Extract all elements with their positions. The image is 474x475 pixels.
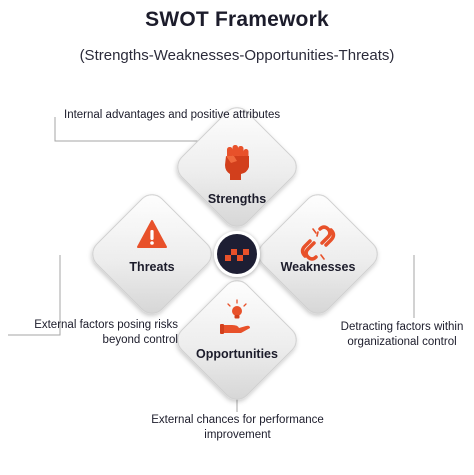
- logo-icon: [214, 231, 260, 277]
- connector-strengths: [54, 117, 200, 142]
- raised-fist-icon: [225, 145, 249, 180]
- threats-description: External factors posing risks beyond con…: [34, 319, 178, 346]
- threats-tile: Threats: [92, 194, 212, 314]
- warning-triangle-icon: [137, 220, 167, 248]
- opportunities-tile: Opportunities: [177, 280, 297, 400]
- connector-lines: [8, 117, 415, 412]
- lightbulb-hand-icon: [220, 299, 250, 334]
- page-subtitle: (Strengths-Weaknesses-Opportunities-Thre…: [79, 47, 395, 64]
- opportunities-label: Opportunities: [196, 347, 278, 361]
- weaknesses-label: Weaknesses: [281, 260, 356, 274]
- strengths-tile: Strengths: [177, 107, 297, 227]
- strengths-label: Strengths: [208, 192, 266, 206]
- broken-chain-icon: [300, 225, 336, 261]
- weaknesses-description: Detracting factors within organizational…: [340, 321, 464, 348]
- strengths-description: Internal advantages and positive attribu…: [64, 109, 281, 121]
- opportunities-description: External chances for performance improve…: [151, 414, 324, 441]
- threats-label: Threats: [129, 260, 174, 274]
- connector-threats: [8, 255, 61, 336]
- weaknesses-tile: Weaknesses: [258, 194, 378, 314]
- page-title: SWOT Framework: [145, 8, 329, 31]
